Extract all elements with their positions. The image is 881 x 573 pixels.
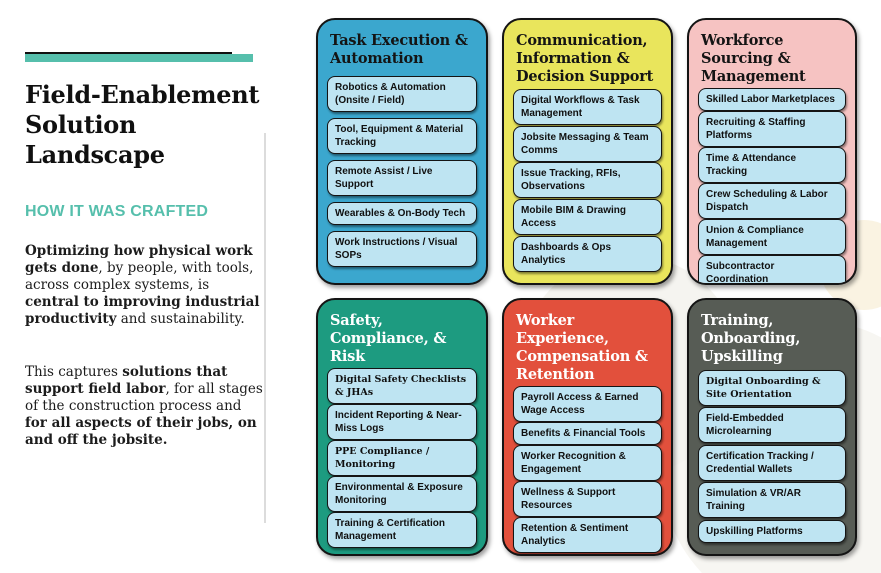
- solution-card-label: Work Instructions / Visual SOPs: [335, 237, 458, 261]
- solution-card-label: Wearables & On-Body Tech: [335, 208, 466, 219]
- solution-card: Training & Certification Management: [327, 512, 477, 548]
- category-title: Communication, Information & Decision Su…: [516, 32, 654, 85]
- solution-card-label: Worker Recognition & Engagement: [521, 451, 626, 475]
- accent-bar-topline: [25, 52, 233, 54]
- solution-card: Remote Assist / Live Support: [327, 160, 477, 196]
- solution-card-label: Union & Compliance Management: [706, 225, 804, 249]
- solution-card: Crew Scheduling & Labor Dispatch: [698, 183, 846, 219]
- solution-card-label: Digital Safety Checklists & JHAs: [335, 374, 467, 398]
- solution-card: Union & Compliance Management: [698, 219, 846, 255]
- solution-card: Simulation & VR/AR Training: [698, 482, 846, 518]
- left-panel: Field-Enablement Solution Landscape HOW …: [25, 52, 265, 449]
- category-box-communication-information-decision-support: Communication, Information & Decision Su…: [502, 18, 673, 285]
- solution-card: Time & Attendance Tracking: [698, 147, 846, 183]
- vertical-divider: [264, 133, 266, 523]
- paragraph-segment: central to improving industrial producti…: [25, 294, 260, 327]
- solution-card: Dashboards & Ops Analytics: [513, 236, 662, 273]
- category-title: Safety, Compliance, & Risk: [330, 312, 447, 365]
- solution-card: Robotics & Automation (Onsite / Field): [327, 76, 477, 112]
- solution-card: PPE Compliance / Monitoring: [327, 440, 477, 476]
- solution-card: Worker Recognition & Engagement: [513, 445, 662, 481]
- accent-bar-fill: [25, 54, 253, 62]
- paragraph-segment: , for all stages of the construction pro…: [25, 381, 263, 414]
- solution-card: Digital Safety Checklists & JHAs: [327, 368, 477, 404]
- solution-card: Payroll Access & Earned Wage Access: [513, 386, 662, 422]
- category-title: Training, Onboarding, Upskilling: [701, 312, 801, 365]
- category-title: Task Execution & Automation: [330, 32, 468, 67]
- solution-card: Mobile BIM & Drawing Access: [513, 199, 662, 236]
- solution-card-label: Mobile BIM & Drawing Access: [521, 205, 626, 230]
- solution-card-label: Field-Embedded Microlearning: [706, 413, 784, 437]
- solution-card-label: Training & Certification Management: [335, 518, 446, 542]
- solution-card: Incident Reporting & Near-Miss Logs: [327, 404, 477, 440]
- solution-card: Digital Onboarding & Site Orientation: [698, 369, 846, 406]
- solution-card-label: Upskilling Platforms: [706, 525, 803, 537]
- category-title: Workforce Sourcing & Management: [701, 32, 806, 85]
- solution-card: Subcontractor Coordination: [698, 255, 846, 285]
- paragraph-segment: , by people, with tools, across complex …: [25, 260, 254, 293]
- solution-card: Jobsite Messaging & Team Comms: [513, 125, 662, 162]
- solution-card: Upskilling Platforms: [698, 519, 846, 543]
- solution-card-label: Tool, Equipment & Material Tracking: [335, 124, 464, 148]
- solution-card-label: Payroll Access & Earned Wage Access: [521, 392, 639, 416]
- accent-bar: [25, 52, 253, 62]
- solution-card-label: Issue Tracking, RFIs, Observations: [521, 168, 621, 193]
- category-box-worker-experience-compensation-retention: Worker Experience, Compensation & Retent…: [502, 298, 673, 556]
- solution-card-label: Digital Workflows & Task Management: [521, 94, 640, 119]
- paragraph-segment: Optimizing how physical work gets done: [25, 243, 253, 276]
- scope-paragraph: This captures solutions that support fie…: [25, 364, 263, 449]
- solution-card: Work Instructions / Visual SOPs: [327, 231, 477, 267]
- paragraph-segment: for all aspects of their jobs, on and of…: [25, 415, 257, 448]
- solution-card-label: Incident Reporting & Near-Miss Logs: [335, 410, 462, 434]
- solution-card: Environmental & Exposure Monitoring: [327, 476, 477, 512]
- solution-card: Tool, Equipment & Material Tracking: [327, 118, 477, 154]
- paragraph-segment: and sustainability.: [116, 311, 245, 327]
- category-title: Worker Experience, Compensation & Retent…: [516, 312, 648, 383]
- card-list: Robotics & Automation (Onsite / Field) To…: [327, 70, 477, 273]
- solution-card-label: PPE Compliance / Monitoring: [335, 446, 430, 470]
- solution-card-label: Dashboards & Ops Analytics: [521, 242, 612, 267]
- solution-card: Wearables & On-Body Tech: [327, 202, 477, 225]
- solution-card: Certification Tracking / Credential Wall…: [698, 444, 846, 481]
- solution-card: Skilled Labor Marketplaces: [698, 88, 846, 111]
- solution-card-label: Retention & Sentiment Analytics: [521, 523, 629, 547]
- solution-card: Recruiting & Staffing Platforms: [698, 111, 846, 147]
- solution-card: Field-Embedded Microlearning: [698, 407, 846, 443]
- solution-card-label: Remote Assist / Live Support: [335, 166, 433, 190]
- paragraph-segment: This captures: [25, 364, 123, 380]
- solution-card: Benefits & Financial Tools: [513, 422, 662, 445]
- section-heading: HOW IT WAS CRAFTED: [25, 203, 209, 220]
- solution-card-label: Wellness & Support Resources: [521, 487, 616, 511]
- solution-card-label: Benefits & Financial Tools: [521, 428, 646, 439]
- solution-card-label: Digital Onboarding & Site Orientation: [706, 375, 821, 400]
- solution-card-label: Robotics & Automation (Onsite / Field): [335, 82, 446, 106]
- solution-card: Wellness & Support Resources: [513, 481, 662, 517]
- solution-card-label: Recruiting & Staffing Platforms: [706, 117, 806, 141]
- paragraph-segment: solutions that support field labor: [25, 364, 228, 397]
- solution-card: Retention & Sentiment Analytics: [513, 517, 662, 553]
- intro-paragraph: Optimizing how physical work gets done, …: [25, 243, 263, 328]
- solution-card-label: Subcontractor Coordination: [706, 261, 775, 285]
- solution-card: Issue Tracking, RFIs, Observations: [513, 162, 662, 199]
- solution-card-label: Time & Attendance Tracking: [706, 153, 797, 177]
- solution-card-label: Environmental & Exposure Monitoring: [335, 482, 463, 506]
- solution-card: Digital Workflows & Task Management: [513, 88, 662, 125]
- solution-card-label: Simulation & VR/AR Training: [706, 488, 802, 512]
- page-title: Field-Enablement Solution Landscape: [25, 80, 260, 169]
- solution-card-label: Skilled Labor Marketplaces: [706, 94, 835, 105]
- solution-card-label: Jobsite Messaging & Team Comms: [521, 131, 649, 156]
- solution-card-label: Crew Scheduling & Labor Dispatch: [706, 189, 828, 213]
- solution-card-label: Certification Tracking / Credential Wall…: [706, 450, 814, 475]
